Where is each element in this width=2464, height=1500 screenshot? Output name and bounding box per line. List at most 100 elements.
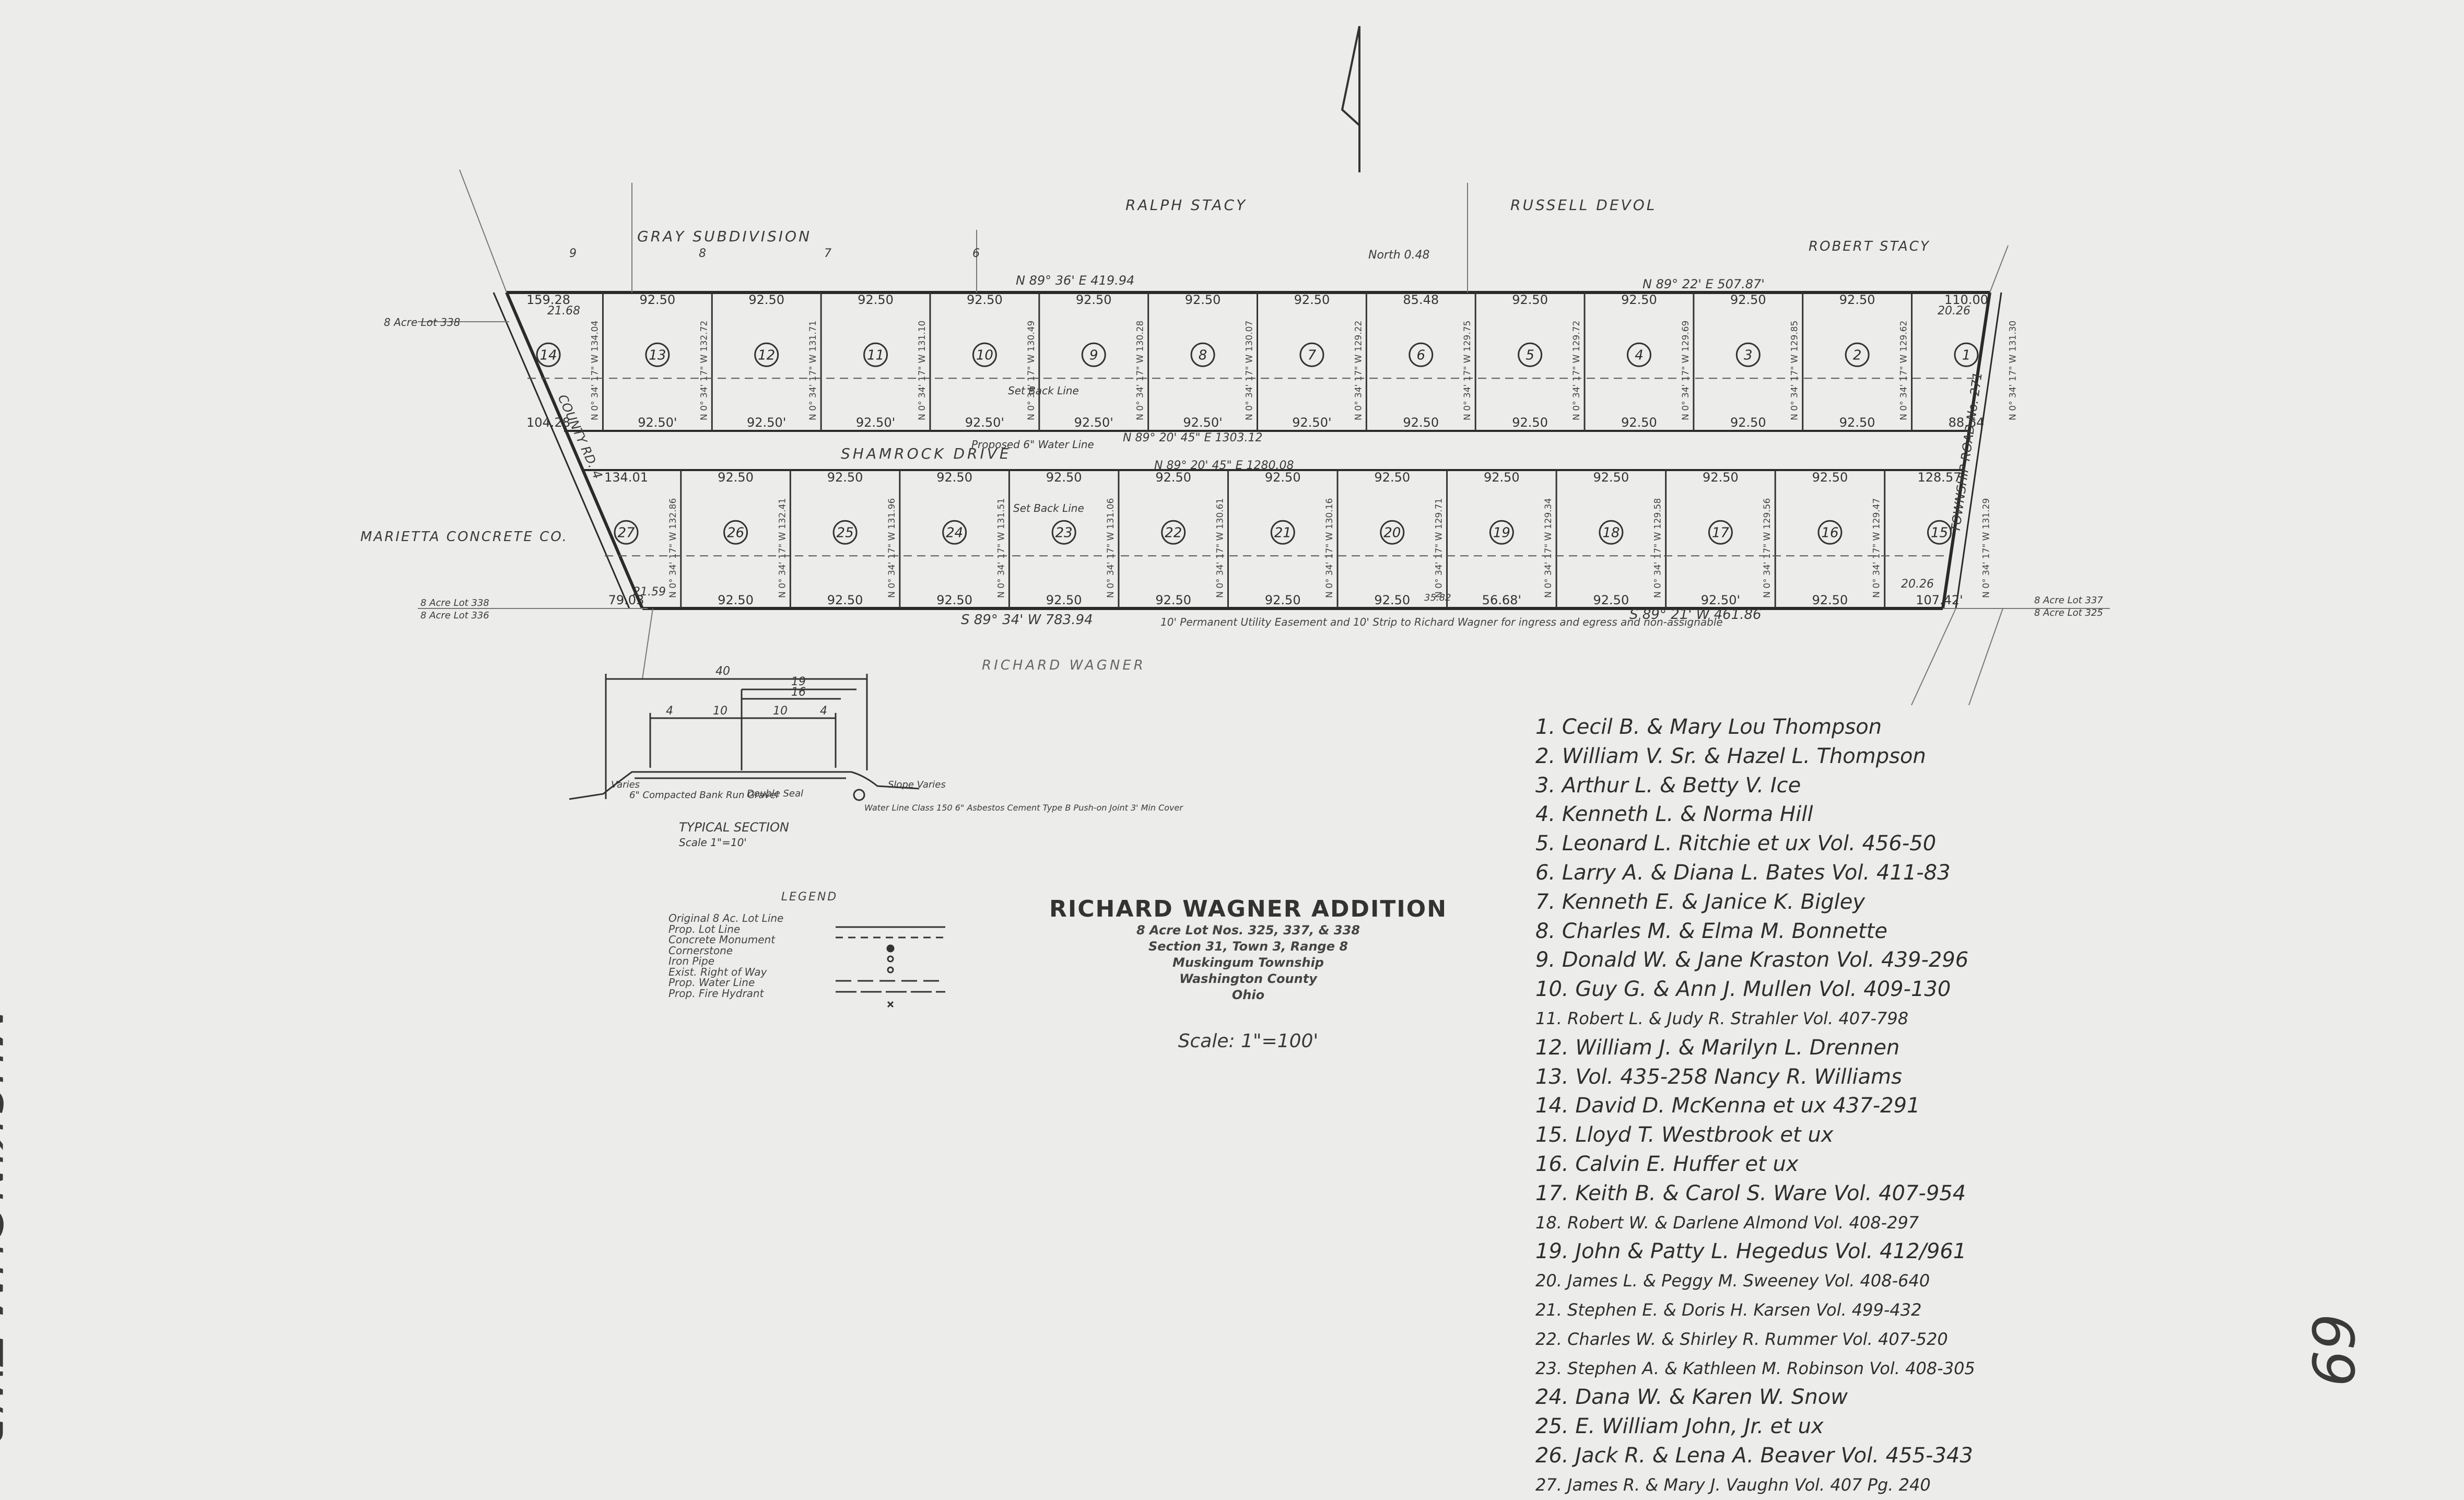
lot-depth-dimension: N 0° 34' 17" W 130.61 [1215, 498, 1225, 598]
lot-depth-dimension: N 0° 34' 17" W 129.58 [1653, 498, 1663, 598]
owner-entry: 2. William V. Sr. & Hazel L. Thompson [1535, 744, 1926, 768]
section-note-water: Water Line Class 150 6" Asbestos Cement … [864, 803, 1183, 813]
lot-number: 3 [1744, 347, 1753, 363]
acre-lot-left-top: 8 Acre Lot 338 [384, 316, 460, 329]
ralph-stacy-label: RALPH STACY [1125, 196, 1247, 214]
gray-lot-7: 7 [824, 247, 831, 260]
legend-symbols [836, 926, 945, 1008]
lot-number: 27 [617, 525, 635, 541]
water-line-note: Proposed 6" Water Line [971, 438, 1094, 451]
lot-front-dimension: 92.50 [1730, 292, 1766, 307]
gray-subdivision-label: GRAY SUBDIVISION [637, 228, 812, 245]
owner-entry: 16. Calvin E. Huffer et ux [1535, 1152, 1799, 1176]
section-dim-10b: 10 [773, 705, 788, 718]
gray-lot-8: 8 [699, 247, 706, 260]
acre-lot-left-mid-b: 8 Acre Lot 336 [420, 610, 489, 621]
lot-number: 4 [1635, 347, 1644, 363]
robert-stacy-label: ROBERT STACY [1809, 239, 1930, 254]
subtitle-line: Section 31, Town 3, Range 8 [1148, 939, 1348, 954]
lot-front-dimension: 92.50 [1265, 470, 1301, 485]
owner-entry: 7. Kenneth E. & Janice K. Bigley [1535, 889, 1865, 914]
lot-depth-dimension: N 0° 34' 17" W 129.47 [1872, 498, 1882, 598]
owner-entry: 14. David D. McKenna et ux 437-291 [1535, 1094, 1920, 1118]
lot-front-dimension: 92.50 [827, 470, 863, 485]
lot-rear-dimension: 88.64 [1949, 415, 1985, 430]
owner-entry: 22. Charles W. & Shirley R. Rummer Vol. … [1535, 1329, 1948, 1349]
legend-item-label: Prop. Lot Line [668, 922, 741, 935]
owner-entry: 3. Arthur L. & Betty V. Ice [1535, 773, 1801, 798]
lot-depth-dimension: N 0° 34' 17" W 129.34 [1543, 498, 1554, 598]
lot-depth-dimension: N 0° 34' 17" W 131.10 [917, 321, 928, 420]
lot-number: 11 [867, 347, 884, 363]
lot-number-circle [1927, 520, 1952, 545]
legend-item: Original 8 Ac. Lot Line [668, 912, 951, 924]
lot-number-circle [1190, 342, 1215, 367]
lot-rear-dimension: 107.42' [1916, 593, 1963, 607]
owner-entry: 11. Robert L. & Judy R. Strahler Vol. 40… [1535, 1008, 1909, 1028]
lot-depth-dimension: N 0° 34' 17" W 132.72 [699, 321, 709, 420]
gray-lot-6: 6 [972, 247, 980, 260]
lot-depth-dimension: N 0° 34' 17" W 130.28 [1135, 321, 1146, 420]
richard-wagner-label: RICHARD WAGNER [982, 658, 1146, 673]
lot-number: 21 [1274, 525, 1292, 541]
legend-item: Cornerstone [668, 944, 951, 957]
legend: LEGEND Original 8 Ac. Lot Line Prop. Lot… [668, 890, 951, 1000]
lot-depth-dimension: N 0° 34' 17" W 131.71 [808, 321, 818, 420]
north-arrow-icon [1341, 26, 1360, 172]
lot-rear-dimension: 92.50' [638, 415, 677, 430]
township-side-label: MUSKINGUM TWP. [0, 1008, 11, 1456]
section-dim-4a: 4 [666, 705, 673, 718]
lot-number-circle [1735, 342, 1761, 367]
lot-number-circle [536, 342, 561, 367]
lot-rear-dimension: 92.50 [1155, 593, 1191, 607]
lot-rear-dimension: 92.50' [965, 415, 1004, 430]
section-dim-4b: 4 [820, 705, 827, 718]
owner-entry: 20. James L. & Peggy M. Sweeney Vol. 408… [1535, 1271, 1930, 1291]
lot-depth-dimension: N 0° 34' 17" W 129.72 [1571, 321, 1582, 420]
title-block: RICHARD WAGNER ADDITION 8 Acre Lot Nos. … [992, 896, 1504, 1052]
lot-number-circle [1270, 520, 1295, 545]
lot-depth-dimension: N 0° 34' 17" W 132.41 [777, 498, 788, 598]
lot-rear-dimension: 56.68' [1482, 593, 1521, 607]
lot-rear-dimension: 92.50' [1292, 415, 1331, 430]
setback-note-bottom: Set Back Line [1013, 502, 1084, 514]
lot-number-circle [1845, 342, 1870, 367]
lot-number: 20 [1383, 525, 1401, 541]
shamrock-drive-edges [564, 430, 1969, 471]
legend-item-label: Exist. Right of Way [668, 965, 767, 978]
lot-lines [527, 292, 1974, 608]
lot-rear-dimension: 92.50' [747, 415, 786, 430]
lot-number-circle [1051, 520, 1076, 545]
gray-lot-9: 9 [569, 247, 577, 260]
lot-number: 12 [758, 347, 775, 363]
lot-front-dimension: 92.50 [1076, 292, 1112, 307]
legend-item: Prop. Fire Hydrant [668, 987, 951, 1000]
lot-number-circle [1708, 520, 1733, 545]
legend-item-label: Cornerstone [668, 944, 733, 957]
bearing-top-right: N 89° 22' E 507.87' [1642, 277, 1765, 291]
owner-entry: 6. Larry A. & Diana L. Bates Vol. 411-83 [1535, 860, 1951, 885]
bearing-bottom-right: S 89° 21' W 461.86 [1629, 607, 1762, 623]
lot-number: 15 [1931, 525, 1948, 541]
lot-front-dimension: 92.50 [1512, 292, 1548, 307]
section-dim-16: 16 [791, 686, 806, 699]
lot-rear-dimension: 92.50 [718, 593, 754, 607]
lot-rear-dimension: 92.50 [1512, 415, 1548, 430]
lot-depth-dimension: N 0° 34' 17" W 129.22 [1353, 321, 1364, 420]
lot-front-dimension: 92.50 [1155, 470, 1191, 485]
owner-entry: 24. Dana W. & Karen W. Snow [1535, 1385, 1848, 1410]
lot-depth-dimension: N 0° 34' 17" W 129.75 [1462, 321, 1473, 420]
lot-number-circle [1599, 520, 1624, 545]
legend-item-label: Prop. Fire Hydrant [668, 987, 764, 1000]
lot-front-dimension: 92.50 [1621, 292, 1657, 307]
lot-number: 25 [837, 525, 854, 541]
lot-front-dimension: 92.50 [1374, 470, 1410, 485]
owner-entry: 23. Stephen A. & Kathleen M. Robinson Vo… [1535, 1358, 1975, 1378]
section-note-seal: Double Seal [747, 788, 803, 799]
owner-entry: 25. E. William John, Jr. et ux [1535, 1414, 1824, 1439]
lot-number: 24 [946, 525, 963, 541]
north-note: North 0.48 [1368, 249, 1430, 262]
lot-front-dimension: 92.50 [718, 470, 754, 485]
